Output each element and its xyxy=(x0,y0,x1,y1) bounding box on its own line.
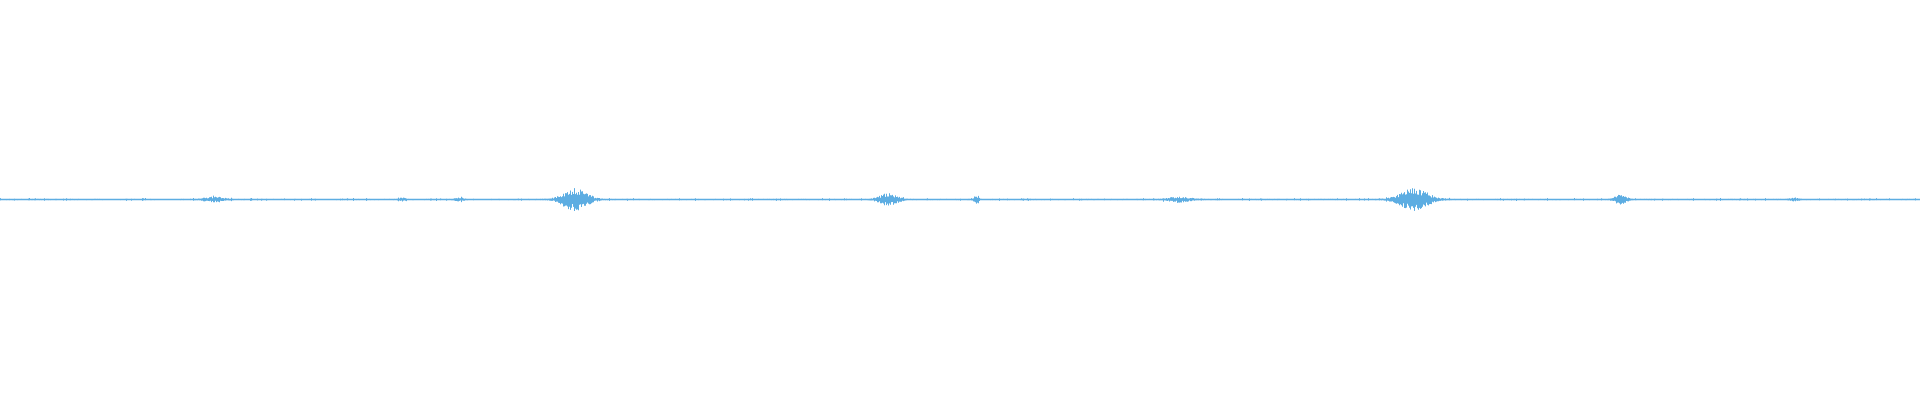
waveform-path xyxy=(0,188,1920,211)
